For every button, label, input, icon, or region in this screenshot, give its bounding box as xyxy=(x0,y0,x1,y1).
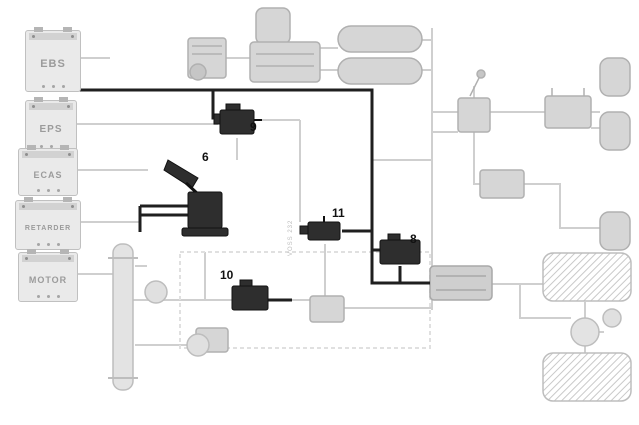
module-header-strip xyxy=(19,203,77,210)
front-axle xyxy=(108,243,210,391)
module-header-strip xyxy=(29,103,73,110)
air-reservoir-2 xyxy=(337,57,423,85)
air-reservoir-1 xyxy=(337,25,423,53)
module-ecas: ECAS xyxy=(18,145,78,196)
module-label-ebs: EBS xyxy=(40,58,66,70)
relay-valve-9 xyxy=(213,103,262,135)
module-eps: EPS xyxy=(25,97,77,152)
module-label-eps: EPS xyxy=(39,123,63,135)
valve-8 xyxy=(379,233,421,265)
part-label-9: 9 xyxy=(250,120,257,134)
part-label-6: 6 xyxy=(202,150,209,164)
voss-annotation: VOSS 232 xyxy=(288,219,294,256)
brake-chamber-mid-right xyxy=(599,211,631,251)
module-dots xyxy=(19,189,77,192)
air-dryer xyxy=(249,7,321,83)
foot-brake-valve-6 xyxy=(163,159,229,237)
module-label-retarder: RETARDER xyxy=(24,224,72,232)
module-connector-pins xyxy=(27,145,69,150)
rear-axle xyxy=(542,252,632,402)
brake-chamber-top-right-1 xyxy=(599,57,631,97)
four-circuit-protection-valve xyxy=(544,88,592,129)
module-connector-pins xyxy=(34,97,68,102)
module-label-ecas: ECAS xyxy=(33,170,63,180)
part-label-10: 10 xyxy=(220,268,234,282)
module-dots xyxy=(16,243,80,246)
abs-valve-bottom xyxy=(309,295,345,323)
module-motor: MOTOR xyxy=(18,249,78,302)
valve-10 xyxy=(231,279,269,311)
module-connector-pins xyxy=(34,27,72,32)
module-retarder: RETARDER xyxy=(15,197,81,250)
module-label-motor: MOTOR xyxy=(28,275,68,285)
module-header-strip xyxy=(22,255,74,262)
module-ebs: EBS xyxy=(25,27,81,92)
module-dots xyxy=(26,85,80,88)
relay-valve-right xyxy=(479,169,525,199)
trailer-control-module xyxy=(429,265,493,301)
pneumatic-lines-highlight xyxy=(60,88,430,302)
pneumatic-lines-muted xyxy=(75,28,604,353)
module-header-strip xyxy=(29,33,77,40)
part-label-11: 11 xyxy=(332,206,345,220)
module-connector-pins xyxy=(24,197,72,202)
module-connector-pins xyxy=(27,249,69,254)
compressor xyxy=(187,37,227,81)
hand-brake-valve xyxy=(457,69,491,133)
part-label-8: 8 xyxy=(410,232,417,246)
module-header-strip xyxy=(22,151,74,158)
module-dots xyxy=(19,295,77,298)
brake-chamber-top-right-2 xyxy=(599,111,631,151)
valve-11 xyxy=(299,216,341,241)
